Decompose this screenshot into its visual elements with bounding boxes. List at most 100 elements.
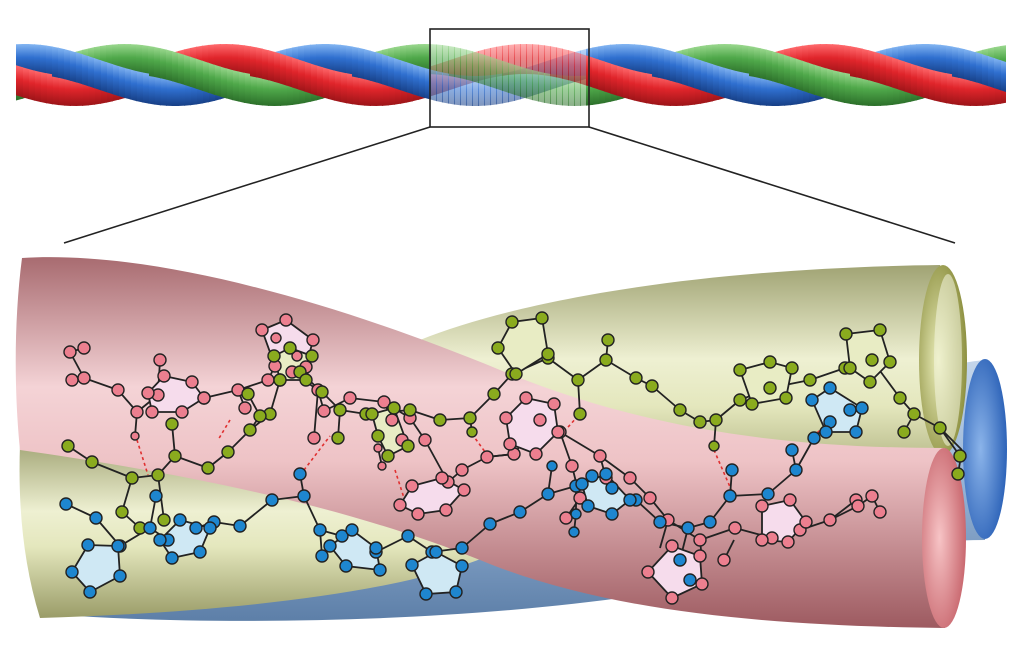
rope-strand-red	[250, 46, 257, 77]
rope-strand-red	[904, 61, 911, 93]
rope-strand-blue	[58, 48, 65, 80]
blue-atom	[294, 468, 306, 480]
rope-strand-red	[616, 65, 623, 97]
green-atom	[764, 382, 776, 394]
blue-atom	[402, 530, 414, 542]
rope-strand-red	[592, 57, 599, 89]
rope-strand-blue	[688, 56, 695, 88]
blue-atom	[114, 570, 126, 582]
rope-strand-red	[952, 74, 959, 105]
green-atom	[734, 394, 746, 406]
rope-strand-red	[310, 63, 317, 95]
red-atom	[406, 480, 418, 492]
blue-atom	[684, 574, 696, 586]
blue-atom	[600, 468, 612, 480]
rope-strand-green	[832, 70, 839, 102]
green-atom	[62, 440, 74, 452]
blue-atom	[762, 488, 774, 500]
green-atom	[602, 334, 614, 346]
blue-atom	[324, 540, 336, 552]
red-atom	[78, 342, 90, 354]
rope-strand-green	[778, 53, 785, 85]
red-atom	[642, 566, 654, 578]
rope-strand-blue	[352, 46, 359, 77]
red-atom	[800, 516, 812, 528]
blue-atom	[370, 542, 382, 554]
rope-strand-green	[202, 61, 209, 93]
blue-atom	[606, 508, 618, 520]
rope-strand-red	[850, 46, 857, 77]
rope-strand-red	[832, 44, 839, 75]
red-atom	[560, 512, 572, 524]
blue-atom	[154, 534, 166, 546]
green-atom	[126, 472, 138, 484]
green-atom	[710, 414, 722, 426]
rope-strand-blue	[394, 58, 401, 90]
green-atom	[908, 408, 920, 420]
rope-strand-blue	[340, 45, 347, 76]
red-atom	[78, 372, 90, 384]
red-atom	[378, 462, 386, 470]
green-atom	[844, 362, 856, 374]
green-atom	[934, 422, 946, 434]
green-atom	[884, 356, 896, 368]
rope-strand-blue	[148, 74, 155, 105]
rope-strand-green	[742, 45, 749, 76]
green-atom	[284, 342, 296, 354]
rope-strand-blue	[658, 48, 665, 80]
green-tube-cap-inner	[934, 274, 962, 446]
rope-strand-blue	[700, 60, 707, 92]
green-atom	[202, 462, 214, 474]
rope-strand-red	[928, 69, 935, 101]
green-atom	[709, 441, 719, 451]
green-atom	[169, 450, 181, 462]
green-atom	[574, 408, 586, 420]
red-atom	[520, 392, 532, 404]
rope-strand-green	[490, 57, 497, 89]
blue-atom	[786, 444, 798, 456]
rope-strand-green	[820, 67, 827, 99]
red-atom	[131, 406, 143, 418]
rope-strand-red	[958, 75, 965, 106]
rope-strand-blue	[748, 74, 755, 105]
rope-strand-blue	[40, 45, 47, 76]
blue-atom	[266, 494, 278, 506]
rope-strand-green	[172, 51, 179, 83]
rope-strand-red	[46, 73, 53, 104]
rope-strand-red	[640, 72, 647, 103]
rope-strand-blue	[430, 69, 437, 101]
rope-strand-red	[604, 61, 611, 93]
rope-strand-green	[784, 55, 791, 87]
rope-strand-blue	[382, 54, 389, 86]
rope-strand-red	[322, 67, 329, 99]
blue-atom	[820, 426, 832, 438]
rope-strand-red	[538, 45, 545, 76]
blue-atom	[204, 522, 216, 534]
blue-atom	[60, 498, 72, 510]
rope-strand-green	[454, 47, 461, 78]
blue-atom	[582, 500, 594, 512]
red-atom	[64, 346, 76, 358]
rope-strand-blue	[124, 68, 131, 100]
red-atom	[644, 492, 656, 504]
rope-strand-green	[460, 48, 467, 80]
rope-strand-blue	[640, 45, 647, 76]
green-atom	[694, 416, 706, 428]
green-atom	[734, 364, 746, 376]
red-atom	[436, 472, 448, 484]
red-atom	[756, 534, 768, 546]
red-atom	[440, 504, 452, 516]
green-atom	[786, 362, 798, 374]
rope-strand-blue	[418, 66, 425, 98]
blue-atom	[450, 586, 462, 598]
green-atom	[158, 514, 170, 526]
red-atom	[344, 392, 356, 404]
rope-strand-green	[760, 48, 767, 80]
rope-strand-red	[646, 73, 653, 104]
blue-atom	[624, 494, 636, 506]
rope-strand-red	[262, 49, 269, 81]
red-atom	[198, 392, 210, 404]
rope-strand-red	[574, 52, 581, 84]
green-atom	[334, 404, 346, 416]
